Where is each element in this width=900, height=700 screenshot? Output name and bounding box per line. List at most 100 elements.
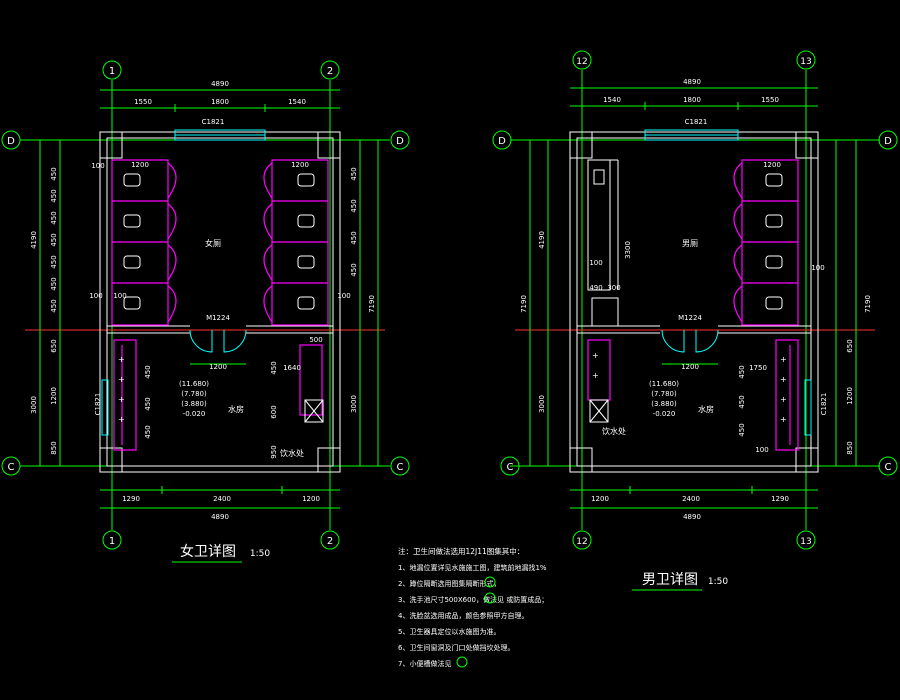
window-label: C1821 [202,118,225,126]
axis-label: D [396,136,404,147]
detail-ref-icon [456,656,468,668]
water-label: 饮水处 [602,426,626,436]
dim-text: 1200 [50,387,58,405]
dim-text: 850 [50,441,58,454]
dim-text: 450 [738,423,746,436]
note-item: 7、小便槽做法见 [398,659,451,668]
svg-text:+: + [118,395,125,404]
axis-bubble-1-top [102,60,122,80]
dim-text: 100 [337,292,350,300]
elev-text: -0.020 [653,410,676,418]
dim-text: 100 [113,292,126,300]
axis-label: C [8,462,15,473]
svg-text:+: + [118,415,125,424]
plan-scale: 1:50 [250,549,270,559]
axis-label: 1 [109,536,115,547]
dim-text: 650 [846,339,854,352]
plan-title: 女卫详图 [180,543,236,560]
axis-label: D [498,136,506,147]
axis-label: 1 [109,66,115,77]
right-plan: 12 13 12 13 D D C C 4890 1540 1800 1550 … [492,50,898,591]
axis-label: D [7,136,15,147]
axis-label: D [884,136,892,147]
dim-text: 450 [144,365,152,378]
dim-text: 100 [811,264,824,272]
dim-text: 100 [91,162,104,170]
dim-text: 450 [50,167,58,180]
dim-text: 1550 [134,98,152,106]
dim-text: 1200 [591,495,609,503]
dim-text: 450 [144,397,152,410]
dim-text: 4190 [30,231,38,249]
dim-text: 7190 [520,295,528,313]
axis-bubble-2-bottom [320,530,340,550]
svg-text:+: + [780,395,787,404]
dim-text: 650 [50,339,58,352]
axis-bubble-d-left [1,130,21,150]
dim-text: 450 [50,277,58,290]
dim-text: 100 [755,446,768,454]
dim-text: 1200 [763,161,781,169]
dim-text: 490 [589,284,602,292]
dim-text: 1640 [283,364,301,372]
svg-text:+: + [780,355,787,364]
axis-label: C [397,462,404,473]
axis-bubble-c-left [500,456,520,476]
dim-text: 450 [270,361,278,374]
axis-bubble-13-top [796,50,816,70]
dim-text: 1290 [122,495,140,503]
dim-overall: 4890 [683,78,701,86]
notes-heading: 注：卫生间做法选用12J11图集其中： [398,546,524,556]
dim-text: 1200 [291,161,309,169]
dim-text: 450 [738,365,746,378]
dim-overall: 4890 [211,80,229,88]
dim-text: 1200 [131,161,149,169]
dim-text: 450 [144,425,152,438]
axis-bubble-1-bottom [102,530,122,550]
dim-text: 300 [607,284,620,292]
dim-text: 3300 [624,241,632,259]
dim-text: 450 [350,231,358,244]
notes: 注：卫生间做法选用12J11图集其中： 1、地漏位置详见水施施工图，建筑前地漏找… [398,546,548,668]
window-label: C1821 [685,118,708,126]
elev-text: (3.880) [181,400,207,408]
axis-bubble-12-bottom [572,530,592,550]
window-label: C1821 [820,393,828,416]
note-item: 6、卫生间窗洞及门口处做挡坎处理。 [398,643,514,652]
dim-text: 1800 [211,98,229,106]
dim-text: 1550 [761,96,779,104]
dim-text: 850 [846,441,854,454]
dim-text: 7190 [864,295,872,313]
dim-text: 450 [350,199,358,212]
dim-text: 100 [89,292,102,300]
elev-text: (3.880) [651,400,677,408]
axis-bubble-12-top [572,50,592,70]
dim-text: 1290 [771,495,789,503]
dim-text: 1200 [302,495,320,503]
door-label: M1224 [678,314,702,322]
svg-text:+: + [118,355,125,364]
plan-scale: 1:50 [708,577,728,587]
dim-text: 450 [50,189,58,202]
dim-text: 1200 [681,363,699,371]
dim-text: 7190 [368,295,376,313]
axis-label: 2 [327,536,333,547]
window-side [101,379,109,436]
axis-label: 12 [576,537,587,547]
svg-text:+: + [780,415,787,424]
dim-text: 1540 [288,98,306,106]
elev-text: -0.020 [183,410,206,418]
dim-text: 2400 [682,495,700,503]
dim-text: 3000 [538,395,546,413]
axis-label: 12 [576,57,587,67]
elev-text: (7.780) [651,390,677,398]
dim-overall: 4890 [683,513,701,521]
water-label: 饮水处 [280,448,304,458]
dim-text: 1200 [846,387,854,405]
elev-text: (11.680) [179,380,209,388]
svg-text:+: + [592,351,599,360]
svg-text:+: + [780,375,787,384]
room-label-lower: 水房 [698,404,714,414]
dim-text: 450 [738,395,746,408]
elev-text: (7.780) [181,390,207,398]
